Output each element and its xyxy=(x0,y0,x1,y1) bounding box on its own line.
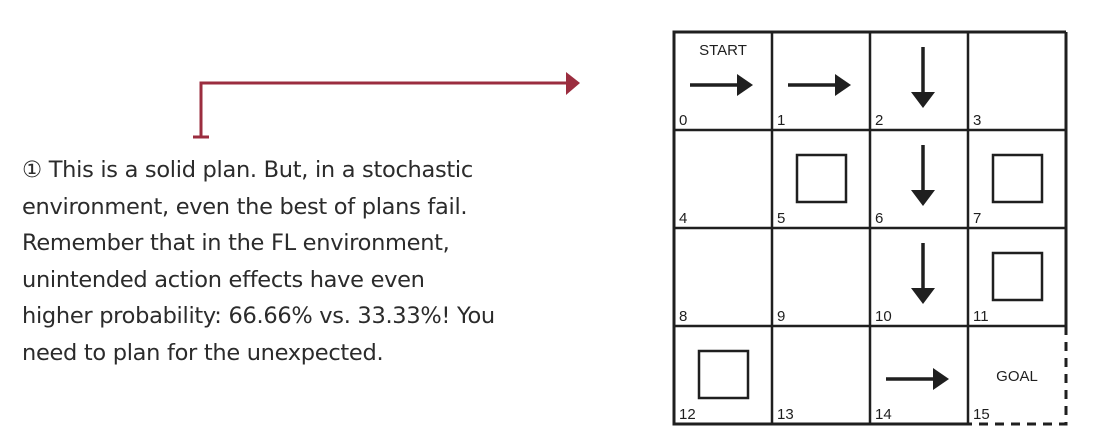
grid-cell: 0 START xyxy=(679,42,753,129)
grid-cell: 8 xyxy=(679,308,687,325)
arrow-right-icon xyxy=(835,74,851,96)
grid-cell: 11 xyxy=(973,251,1044,325)
annotation-line: unintended action effects have even xyxy=(22,266,425,293)
grid-cell: 10 xyxy=(875,243,935,325)
cell-index-label: 13 xyxy=(777,406,794,423)
cell-index-label: 5 xyxy=(777,210,785,227)
callout-arrow xyxy=(193,72,580,139)
grid-cell: 1 xyxy=(777,74,851,129)
cell-index-label: 10 xyxy=(875,308,892,325)
grid-cell: 3 xyxy=(973,112,981,129)
grid-cell: 9 xyxy=(777,308,785,325)
cell-index-label: 2 xyxy=(875,112,883,129)
goal-dashed-border xyxy=(968,326,1068,426)
hole-square-icon xyxy=(697,349,750,400)
callout-line xyxy=(199,81,567,138)
cell-index-label: 14 xyxy=(875,406,892,423)
grid-cell: 2 xyxy=(875,47,935,129)
annotation-line: Remember that in the FL environment, xyxy=(22,230,450,256)
goal-label: GOAL xyxy=(996,368,1038,385)
callout-arrowhead xyxy=(566,72,580,95)
arrow-down-icon xyxy=(911,92,935,108)
cell-index-label: 1 xyxy=(777,112,785,129)
grid-cell: 15 GOAL xyxy=(973,368,1038,423)
grid-cell: 6 xyxy=(875,145,935,227)
cell-index-label: 7 xyxy=(973,210,981,227)
annotation-line: higher probability: 66.66% vs. 33.33%! Y… xyxy=(22,303,495,329)
grid-cell: 14 xyxy=(875,368,949,423)
annotation-line: ① This is a solid plan. But, in a stocha… xyxy=(22,157,473,183)
cell-index-label: 6 xyxy=(875,210,883,227)
hole-square-icon xyxy=(991,153,1044,204)
cell-index-label: 15 xyxy=(973,406,990,423)
cell-index-label: 11 xyxy=(973,308,989,325)
grid-cell: 12 xyxy=(679,349,750,423)
arrow-down-icon xyxy=(911,288,935,304)
cell-index-label: 9 xyxy=(777,308,785,325)
hole-square-icon xyxy=(795,153,848,204)
grid-cell: 4 xyxy=(679,210,687,227)
annotation-text: ① This is a solid plan. But, in a stocha… xyxy=(22,152,542,371)
annotation-line: need to plan for the unexpected. xyxy=(22,339,384,366)
grid-cell: 5 xyxy=(777,153,848,227)
cell-index-label: 0 xyxy=(679,112,687,129)
grid-cell: 7 xyxy=(973,153,1044,227)
grid-cell: 13 xyxy=(777,406,794,423)
arrow-right-icon xyxy=(933,368,949,390)
arrow-down-icon xyxy=(911,190,935,206)
start-label: START xyxy=(699,42,747,59)
cell-index-label: 3 xyxy=(973,112,981,129)
arrow-right-icon xyxy=(737,74,753,96)
cell-index-label: 4 xyxy=(679,210,687,227)
annotation-line: environment, even the best of plans fail… xyxy=(22,193,468,220)
cell-index-label: 12 xyxy=(679,406,696,423)
cell-index-label: 8 xyxy=(679,308,687,325)
hole-square-icon xyxy=(991,251,1044,302)
